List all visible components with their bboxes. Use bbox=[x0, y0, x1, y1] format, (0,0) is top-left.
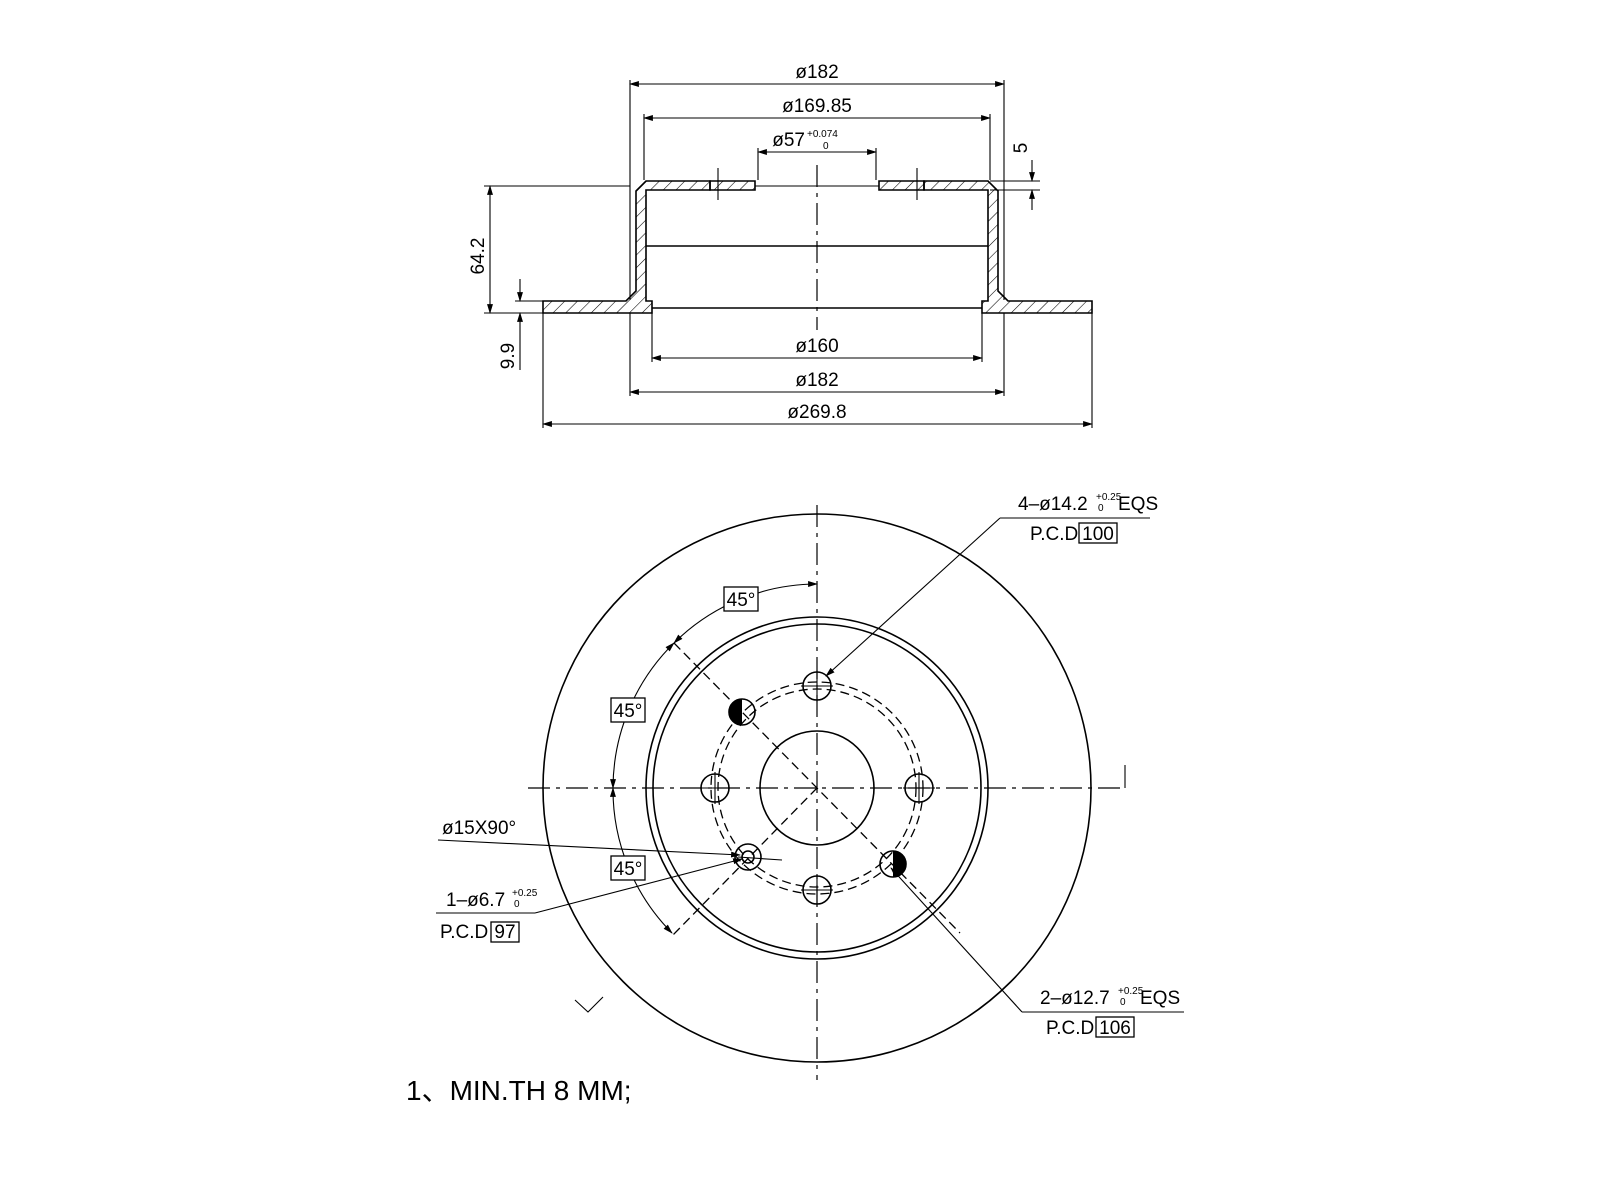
svg-text:+0.074: +0.074 bbox=[807, 129, 838, 140]
svg-text:1–ø6.7: 1–ø6.7 bbox=[446, 890, 505, 911]
svg-text:P.C.D: P.C.D bbox=[1046, 1018, 1094, 1039]
dim-depth-5: 5 bbox=[1011, 143, 1032, 154]
svg-text:45°: 45° bbox=[727, 590, 756, 611]
alt-hole bbox=[879, 850, 907, 878]
svg-text:97: 97 bbox=[494, 922, 515, 943]
surface-finish-mark bbox=[574, 996, 604, 1013]
section-hub-left-hatch bbox=[709, 180, 756, 191]
alt-hole bbox=[728, 698, 756, 726]
svg-text:0: 0 bbox=[823, 141, 829, 152]
plan-view: 45° 45° 45° 4–ø14.2 +0.25 0 EQS P.C.D 10… bbox=[436, 492, 1184, 1080]
bolt-hole bbox=[903, 772, 935, 804]
dim-dia-57: ø57 bbox=[772, 130, 805, 151]
dim-dia-269-8: ø269.8 bbox=[787, 402, 846, 423]
section-view: ø182 ø169.85 ø57 +0.074 0 5 64.2 9.9 bbox=[468, 62, 1093, 428]
svg-text:+0.25: +0.25 bbox=[1118, 986, 1144, 997]
svg-text:+0.25: +0.25 bbox=[1096, 492, 1122, 503]
dim-dia-169-85: ø169.85 bbox=[782, 96, 852, 117]
bolt-holes-callout: 4–ø14.2 +0.25 0 EQS P.C.D 100 bbox=[1018, 492, 1158, 545]
bolt-hole bbox=[801, 670, 833, 702]
section-right-hatch bbox=[923, 180, 1093, 314]
pin-hole bbox=[734, 843, 783, 871]
svg-text:2–ø12.7: 2–ø12.7 bbox=[1040, 988, 1110, 1009]
svg-text:4–ø14.2: 4–ø14.2 bbox=[1018, 494, 1088, 515]
section-hub-right-hatch bbox=[878, 180, 925, 191]
svg-text:+0.25: +0.25 bbox=[512, 888, 538, 899]
angle-label-middle: 45° bbox=[610, 697, 646, 723]
svg-text:0: 0 bbox=[1098, 503, 1104, 514]
svg-text:P.C.D: P.C.D bbox=[1030, 524, 1078, 545]
svg-text:EQS: EQS bbox=[1140, 988, 1180, 1009]
svg-text:106: 106 bbox=[1099, 1018, 1131, 1039]
dim-thickness-9-9: 9.9 bbox=[498, 343, 519, 369]
note-min-thickness: 1、MIN.TH 8 MM; bbox=[406, 1075, 632, 1106]
svg-text:45°: 45° bbox=[614, 701, 643, 722]
dim-dia-182-bottom: ø182 bbox=[795, 370, 838, 391]
angle-label-lower: 45° bbox=[610, 855, 646, 881]
svg-text:ø15X90°: ø15X90° bbox=[442, 818, 516, 839]
svg-text:EQS: EQS bbox=[1118, 494, 1158, 515]
pin-hole-callout: 1–ø6.7 +0.25 0 P.C.D 97 bbox=[440, 888, 538, 943]
dim-dia-182-top: ø182 bbox=[795, 62, 838, 83]
svg-text:100: 100 bbox=[1082, 524, 1114, 545]
svg-text:45°: 45° bbox=[614, 859, 643, 880]
angle-label-top: 45° bbox=[723, 586, 759, 612]
dim-dia-160: ø160 bbox=[795, 336, 838, 357]
svg-text:0: 0 bbox=[1120, 997, 1126, 1008]
bolt-hole bbox=[699, 772, 731, 804]
svg-text:P.C.D: P.C.D bbox=[440, 922, 488, 943]
bolt-hole bbox=[801, 874, 833, 906]
svg-text:0: 0 bbox=[514, 899, 520, 910]
dim-height-64-2: 64.2 bbox=[468, 238, 489, 275]
alt-holes-callout: 2–ø12.7 +0.25 0 EQS P.C.D 106 bbox=[1040, 986, 1180, 1039]
section-left-hatch bbox=[542, 180, 711, 314]
chamfer-callout: ø15X90° bbox=[442, 818, 516, 839]
